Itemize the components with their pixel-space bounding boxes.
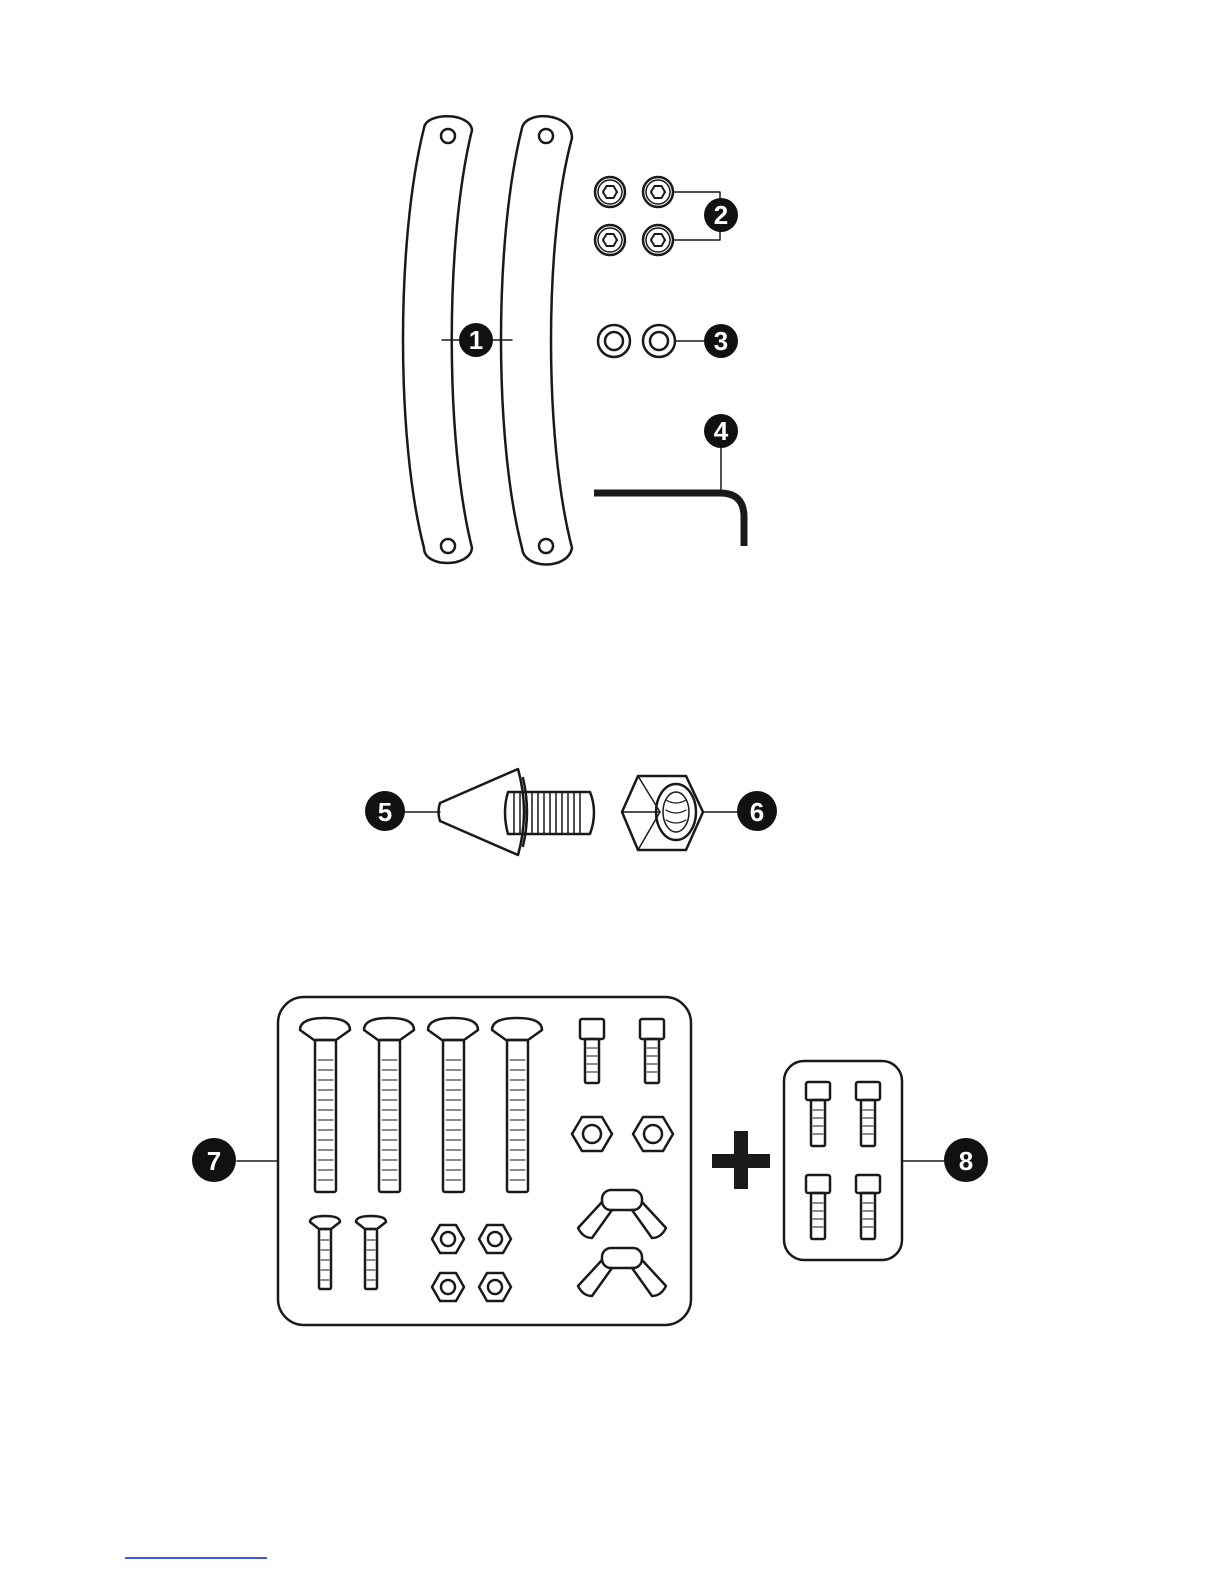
wing-nut (578, 1248, 666, 1296)
badge-4-label: 4 (714, 416, 729, 446)
small-hex-nut (432, 1225, 464, 1253)
long-bolt (300, 1018, 350, 1192)
badge-8: 8 (944, 1138, 988, 1182)
hex-socket-screw (643, 225, 673, 255)
small-hex-nut (479, 1225, 511, 1253)
badge-6: 6 (737, 791, 777, 831)
hex-socket-screw (595, 177, 625, 207)
badge-3: 3 (704, 324, 738, 358)
cap-screw (806, 1175, 830, 1239)
badge-6-label: 6 (750, 797, 764, 827)
short-bolt (356, 1216, 386, 1289)
cap-screw (806, 1082, 830, 1146)
badge-4: 4 (704, 414, 738, 448)
washer (643, 325, 675, 357)
badge-1-label: 1 (469, 325, 483, 355)
badge-2: 2 (704, 198, 738, 232)
cap-screw (856, 1175, 880, 1239)
cap-screw (856, 1082, 880, 1146)
cap-screw (580, 1019, 604, 1083)
plus-sign (712, 1131, 770, 1189)
footer-rule (125, 1557, 267, 1559)
hex-key (594, 493, 744, 546)
long-bolt (428, 1018, 478, 1192)
wing-nut (578, 1190, 666, 1238)
badge-7: 7 (192, 1138, 236, 1182)
hex-nut (633, 1117, 673, 1151)
spike-nut (622, 776, 703, 850)
long-bolt (492, 1018, 542, 1192)
long-bolt (364, 1018, 414, 1192)
hex-socket-screw (595, 225, 625, 255)
hex-nut (572, 1117, 612, 1151)
small-hex-nut (432, 1273, 464, 1301)
extra-screw-box (784, 1061, 902, 1260)
badge-8-label: 8 (959, 1146, 973, 1176)
small-hex-nut (479, 1273, 511, 1301)
hex-socket-screw (643, 177, 673, 207)
washer (598, 325, 630, 357)
spike-foot (439, 769, 595, 855)
short-bolt (310, 1216, 340, 1289)
badge-2-label: 2 (714, 200, 728, 230)
badge-7-label: 7 (207, 1146, 221, 1176)
badge-1: 1 (459, 323, 493, 357)
cap-screw (640, 1019, 664, 1083)
badge-5: 5 (365, 791, 405, 831)
badge-3-label: 3 (714, 326, 728, 356)
badge-5-label: 5 (378, 797, 392, 827)
